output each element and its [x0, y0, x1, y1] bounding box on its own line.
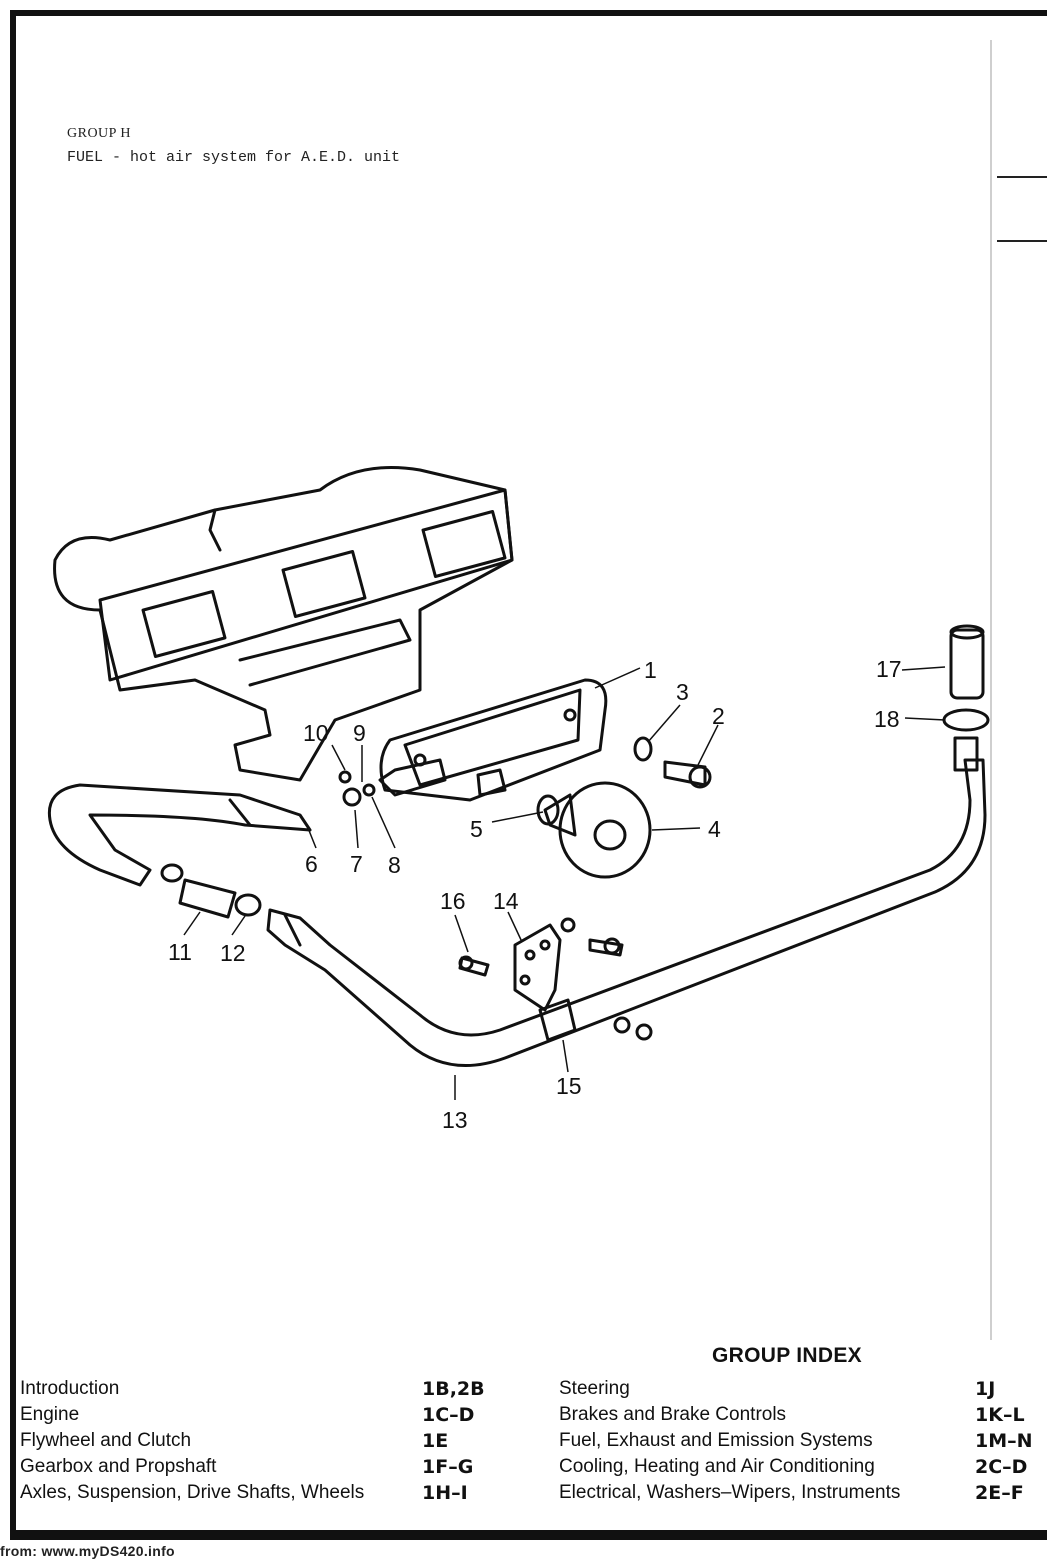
- callout-1: 1: [644, 657, 657, 683]
- index-code: 1M–N: [975, 1430, 1033, 1452]
- index-label: Fuel, Exhaust and Emission Systems: [559, 1430, 873, 1451]
- callout-18: 18: [874, 706, 900, 732]
- source-footer: from: www.myDS420.info: [0, 1543, 175, 1559]
- callout-9: 9: [353, 720, 366, 746]
- index-row[interactable]: Brakes and Brake Controls 1K–L: [559, 1402, 1033, 1428]
- index-row[interactable]: Electrical, Washers–Wipers, Instruments 2…: [559, 1480, 1033, 1506]
- callout-17: 17: [876, 656, 902, 682]
- clip-18: [942, 708, 990, 732]
- sleeve-17: [949, 628, 985, 700]
- index-label: Introduction: [20, 1378, 120, 1399]
- page-header: GROUP H FUEL - hot air system for A.E.D.…: [67, 122, 400, 170]
- clamp-15: [538, 998, 577, 1042]
- callout-13: 13: [442, 1107, 468, 1133]
- pipe-6: [47, 783, 312, 887]
- index-row[interactable]: Fuel, Exhaust and Emission Systems 1M–N: [559, 1428, 1033, 1454]
- edge-mark: [997, 240, 1047, 242]
- index-row[interactable]: Axles, Suspension, Drive Shafts, Wheels 1…: [20, 1480, 485, 1506]
- index-code: 1H–I: [422, 1482, 468, 1504]
- callout-8: 8: [388, 852, 401, 878]
- group-index-title: GROUP INDEX: [712, 1344, 862, 1367]
- index-label: Gearbox and Propshaft: [20, 1456, 217, 1477]
- callout-3: 3: [676, 679, 689, 705]
- edge-mark: [997, 176, 1047, 178]
- index-row[interactable]: Flywheel and Clutch 1E: [20, 1428, 485, 1454]
- index-code: 1E: [422, 1430, 449, 1452]
- exploded-parts-diagram: 1 2 3 4 5 6 7 8 9 10 11 12 13 14 15 16 1…: [47, 466, 990, 1133]
- callout-7: 7: [350, 851, 363, 877]
- page-frame: [10, 10, 1047, 1540]
- bolt-16: [458, 956, 490, 977]
- hose-11: [178, 878, 237, 919]
- index-code: 1B,2B: [422, 1378, 485, 1400]
- group-label: GROUP H: [67, 126, 132, 141]
- callout-11: 11: [168, 939, 192, 965]
- callout-10: 10: [303, 720, 329, 746]
- index-code: 2C–D: [975, 1456, 1028, 1478]
- callout-2: 2: [712, 703, 725, 729]
- index-label: Electrical, Washers–Wipers, Instruments: [559, 1482, 901, 1503]
- group-index-left: Introduction 1B,2B Engine 1C–D Flywheel an…: [20, 1376, 485, 1506]
- index-label: Steering: [559, 1378, 630, 1399]
- index-code: 1F–G: [422, 1456, 474, 1478]
- callout-6: 6: [305, 851, 318, 877]
- bolt-2: [663, 760, 707, 787]
- page-subtitle: FUEL - hot air system for A.E.D. unit: [67, 149, 401, 166]
- binding-edge: [990, 40, 992, 1340]
- index-code: 2E–F: [975, 1482, 1024, 1504]
- index-code: 1J: [975, 1378, 996, 1400]
- index-row[interactable]: Steering 1J: [559, 1376, 1033, 1402]
- index-label: Cooling, Heating and Air Conditioning: [559, 1456, 875, 1477]
- pipe-13: [266, 758, 987, 1068]
- callout-15: 15: [556, 1073, 582, 1099]
- index-label: Flywheel and Clutch: [20, 1430, 192, 1451]
- callout-12: 12: [220, 940, 246, 966]
- index-code: 1C–D: [422, 1404, 475, 1426]
- manifold-flange: [98, 488, 514, 682]
- index-label: Brakes and Brake Controls: [559, 1404, 787, 1425]
- group-index-right: Steering 1J Brakes and Brake Controls 1K–L…: [559, 1376, 1033, 1506]
- index-row[interactable]: Engine 1C–D: [20, 1402, 485, 1428]
- callout-4: 4: [708, 816, 721, 842]
- manifold-body: [53, 466, 514, 782]
- index-label: Axles, Suspension, Drive Shafts, Wheels: [20, 1482, 365, 1503]
- callout-14: 14: [493, 888, 519, 914]
- bracket-14: [513, 923, 562, 1012]
- index-row[interactable]: Gearbox and Propshaft 1F–G: [20, 1454, 485, 1480]
- cover-plate: [379, 678, 608, 802]
- callout-16: 16: [440, 888, 466, 914]
- callout-5: 5: [470, 816, 483, 842]
- index-row[interactable]: Cooling, Heating and Air Conditioning 2C–…: [559, 1454, 1033, 1480]
- index-code: 1K–L: [975, 1404, 1025, 1426]
- index-row[interactable]: Introduction 1B,2B: [20, 1376, 485, 1402]
- index-label: Engine: [20, 1404, 80, 1425]
